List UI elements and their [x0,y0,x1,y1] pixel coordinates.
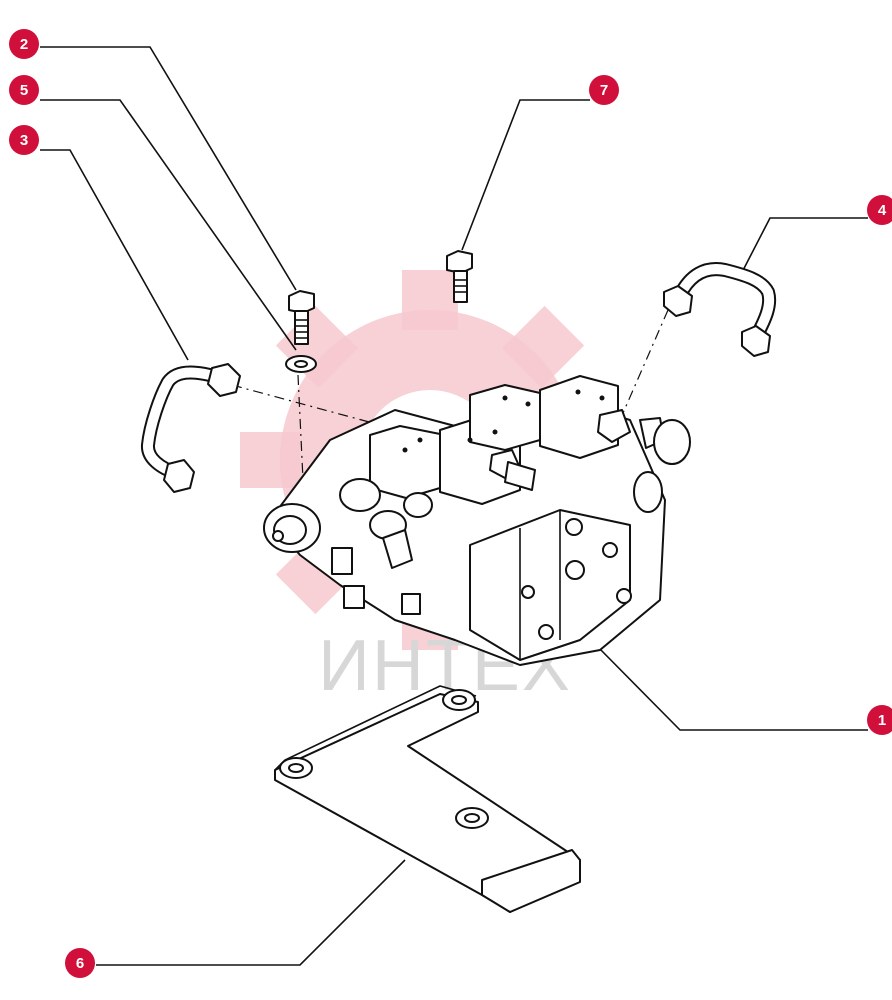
leader-line-1 [595,644,868,731]
callout-label: 1 [878,712,886,729]
tube-part-3 [141,363,241,493]
callout-6[interactable]: 6 [65,948,95,978]
leader-line-3 [40,149,189,361]
callout-badge [589,75,619,105]
callout-7[interactable]: 7 [589,75,619,105]
leader-line-6 [96,859,406,966]
leader-line-4 [737,217,868,281]
assembly-axis-lines [231,309,669,481]
callout-badge [9,75,39,105]
callout-badge [867,195,892,225]
bracket-plate-part-6 [274,685,581,913]
callout-label: 4 [878,202,887,219]
callout-badge [9,125,39,155]
bolt-part-2 [288,290,315,345]
washer-part-5 [285,355,317,373]
callout-label: 7 [600,82,608,99]
leader-lines [40,46,868,966]
callout-1[interactable]: 1 [867,705,892,735]
callout-4[interactable]: 4 [867,195,892,225]
callout-label: 2 [20,36,28,53]
bolt-part-7 [446,250,473,303]
callout-3[interactable]: 3 [9,125,39,155]
callout-2[interactable]: 2 [9,29,39,59]
callout-badge [9,29,39,59]
callout-badge [867,705,892,735]
callout-5[interactable]: 5 [9,75,39,105]
leader-line-7 [461,99,590,251]
callout-badge [65,948,95,978]
callout-label: 3 [20,132,28,149]
callout-label: 5 [20,82,28,99]
valve-block-part-1 [263,375,691,666]
leader-line-5 [40,99,297,351]
leader-line-2 [40,46,297,291]
callout-label: 6 [76,955,84,972]
tube-part-4 [663,262,777,357]
callouts: 2 5 3 7 4 1 6 [9,29,892,978]
